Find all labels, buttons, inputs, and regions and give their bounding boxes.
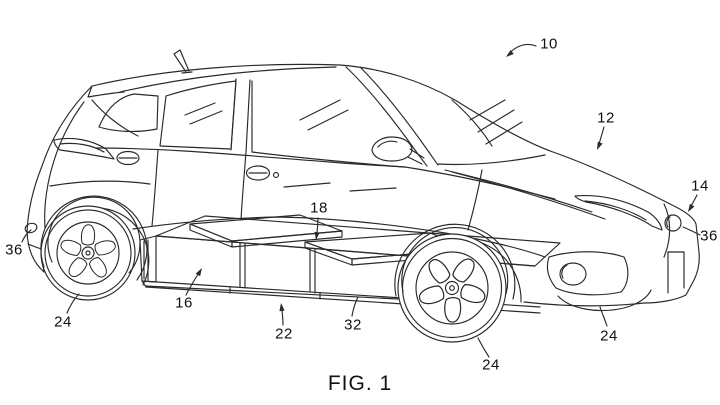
front-emblem — [664, 214, 682, 232]
headlight — [574, 195, 663, 231]
leader-36-front — [682, 226, 701, 236]
ref-numeral-32: 32 — [344, 316, 362, 334]
ref-numeral-22: 22 — [275, 325, 293, 343]
taillight — [53, 137, 115, 160]
hatch-seam — [44, 101, 85, 229]
ref-numeral-24-front: 24 — [482, 356, 500, 374]
ref-numeral-36-rear: 36 — [5, 241, 23, 259]
ref-numeral-10: 10 — [540, 35, 558, 53]
fog-lamp — [559, 262, 587, 286]
leader-36-rear — [21, 229, 32, 243]
arrowhead-10 — [506, 50, 514, 57]
arrowhead-16 — [195, 268, 202, 277]
rear-wheel — [40, 205, 136, 301]
leader-24-rear — [66, 293, 80, 314]
figure-caption: FIG. 1 — [327, 372, 393, 395]
quarter-window — [98, 93, 159, 133]
front-door-handle — [245, 165, 271, 181]
ref-numeral-16: 16 — [175, 294, 193, 312]
far-front-wheel-arc — [557, 289, 652, 312]
car-body-outline — [91, 63, 700, 307]
arrowhead-18 — [314, 231, 320, 240]
rear-door-handle — [116, 150, 140, 166]
arrowhead-22 — [279, 303, 285, 312]
ref-numeral-12: 12 — [597, 109, 615, 127]
arrowheads — [195, 50, 695, 312]
floor-line — [132, 216, 546, 258]
arrowhead-12 — [597, 141, 603, 150]
ref-numeral-36-front: 36 — [700, 227, 718, 245]
ref-numeral-24-far: 24 — [600, 327, 618, 345]
c-pillar-line — [91, 99, 139, 137]
leader-24-far — [599, 306, 608, 327]
rear-door-window — [159, 80, 237, 150]
arrowhead-14 — [688, 203, 695, 212]
ref-numeral-14: 14 — [691, 177, 709, 195]
leader-24-front — [477, 337, 490, 358]
ref-numeral-18: 18 — [310, 199, 328, 217]
rear-sensor — [24, 222, 38, 234]
side-mirror — [371, 136, 413, 162]
beltline — [95, 147, 406, 168]
leader-32 — [351, 296, 359, 317]
ref-numeral-24-rear: 24 — [54, 313, 72, 331]
front-wheel — [397, 233, 507, 343]
antenna — [173, 49, 190, 73]
fog-lamp-recess — [546, 251, 629, 296]
